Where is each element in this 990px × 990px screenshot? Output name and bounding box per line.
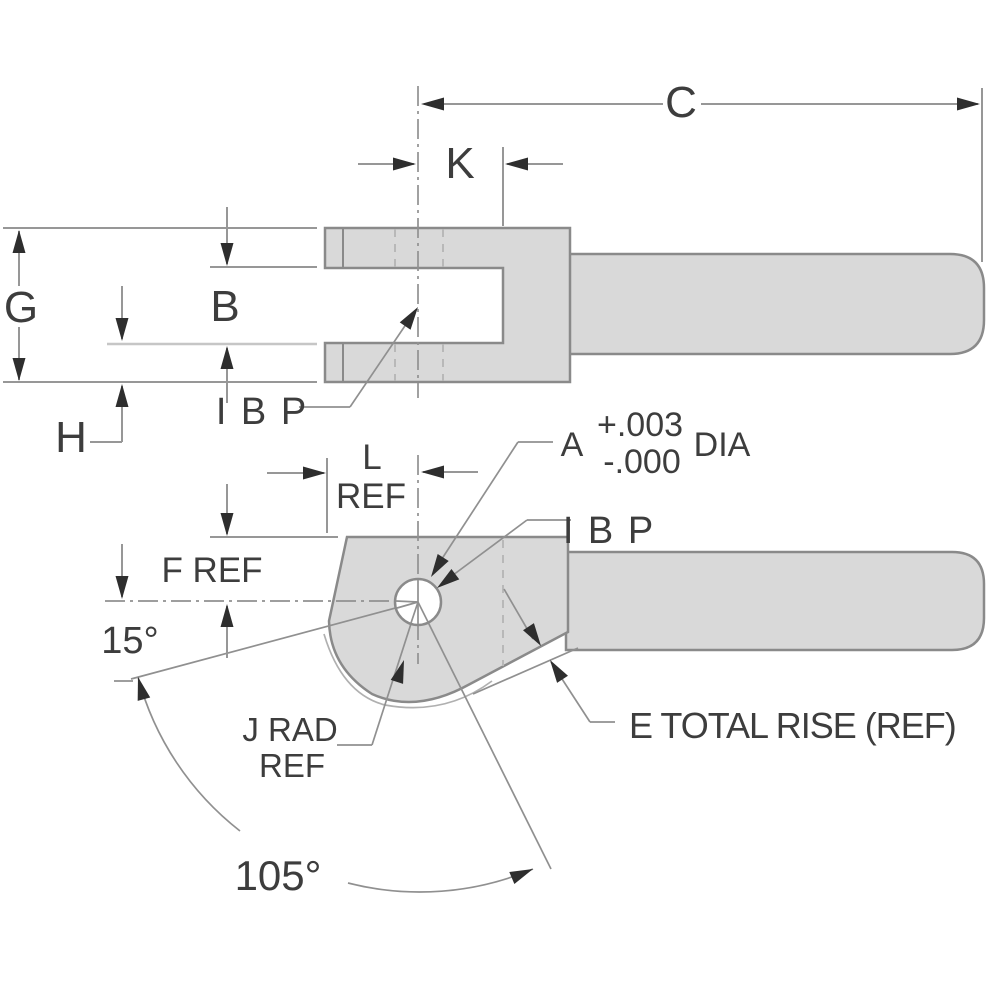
ibp-side-leader	[440, 519, 528, 585]
label-hole-a: A	[561, 426, 584, 464]
dim-label-b: B	[210, 282, 239, 331]
label-hole-minus: -.000	[603, 443, 681, 481]
dim-label-h: H	[55, 413, 87, 462]
arrowhead	[115, 318, 129, 341]
top-view: C K G B H I B P	[3, 78, 986, 462]
arrowhead	[220, 604, 234, 627]
label-j-rad: J RAD	[242, 711, 337, 748]
arrowhead	[12, 230, 26, 253]
hole-mark	[410, 601, 419, 624]
arrowhead	[509, 863, 536, 884]
arrowhead	[303, 466, 326, 480]
label-rest-angle: 15°	[101, 620, 158, 662]
sweep-radial-line	[417, 601, 552, 870]
lever-body	[327, 535, 570, 704]
arrowhead	[131, 675, 151, 701]
arrowhead	[421, 97, 444, 111]
arrowhead	[220, 346, 234, 369]
arrowhead	[399, 303, 424, 330]
ibp-leader	[349, 310, 416, 408]
arrowhead	[393, 157, 416, 171]
side-view: F REF 15° L REF A +.003 -.000 DIA I B P …	[101, 406, 986, 899]
hole-mark	[395, 600, 419, 603]
handle-side-view	[564, 550, 986, 652]
label-hole-plus: +.003	[597, 406, 683, 444]
arrowhead	[220, 513, 234, 536]
arrowhead	[115, 384, 129, 407]
dim-label-l-ref: REF	[336, 477, 406, 516]
sweep-arc	[137, 676, 241, 832]
arrowhead	[12, 358, 26, 381]
arrowhead	[957, 97, 980, 111]
hole-mark	[417, 601, 429, 623]
dim-label-l: L	[362, 438, 381, 477]
dim-label-f-ref: F REF	[161, 551, 262, 590]
dim-label-k: K	[445, 139, 474, 188]
label-e-rise: E TOTAL RISE (REF)	[629, 705, 956, 746]
sweep-arc	[347, 868, 534, 893]
dim-label-g: G	[4, 283, 38, 332]
cam-rise-line	[472, 647, 579, 695]
arrowhead	[115, 576, 129, 599]
label-hole-dia: DIA	[694, 426, 751, 464]
hole-mark	[396, 601, 419, 609]
a-dia-leader	[433, 441, 519, 572]
dim-label-c: C	[665, 78, 697, 127]
arrowhead	[421, 465, 444, 479]
label-ibp-side: I B P	[563, 510, 655, 552]
label-sweep-angle: 105°	[235, 852, 322, 899]
rest-angle-line	[130, 601, 419, 680]
arrowhead	[505, 157, 528, 171]
handle-top-view	[564, 252, 986, 356]
hole-radial-marks	[395, 580, 429, 624]
arrowhead	[220, 243, 234, 266]
label-ibp-top: I B P	[216, 391, 308, 433]
label-j-ref: REF	[259, 747, 325, 784]
fork-body	[323, 226, 572, 384]
